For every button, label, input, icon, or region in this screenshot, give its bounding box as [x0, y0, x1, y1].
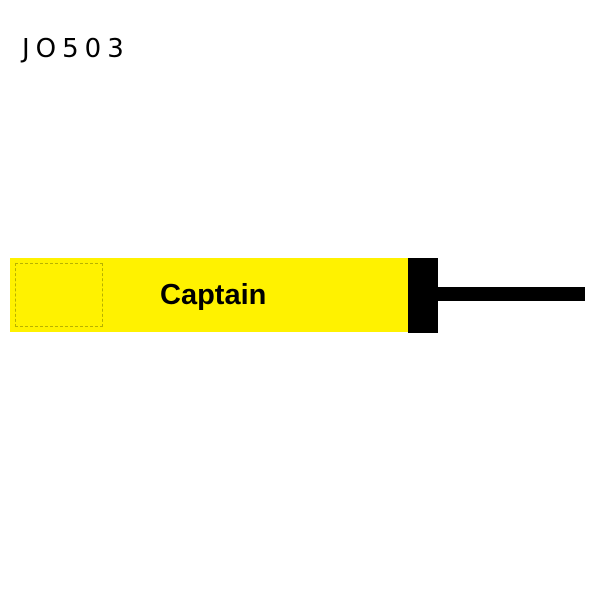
armband-band: Captain	[10, 258, 409, 332]
armband-label: Captain	[160, 279, 267, 311]
armband-buckle	[408, 258, 438, 333]
product-code: JO503	[22, 34, 130, 64]
armband-strap	[438, 287, 585, 301]
velcro-patch	[15, 263, 103, 327]
